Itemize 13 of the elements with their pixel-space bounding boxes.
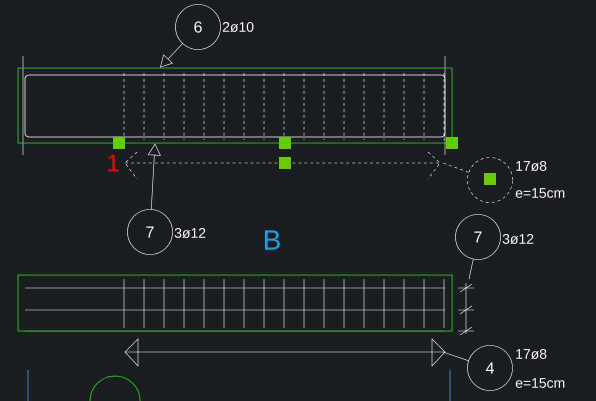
leader-line [442, 352, 469, 361]
bar-label: e=15cm [516, 188, 564, 198]
leader-line [442, 162, 469, 173]
bar-label: 2ø10 [222, 22, 254, 32]
beam-outline [18, 68, 452, 144]
bar-label: 17ø8 [516, 161, 546, 171]
leader-line [468, 259, 474, 280]
bar-label: 3ø12 [502, 234, 534, 244]
bar-label: 3ø12 [174, 228, 206, 238]
view-label: 1 [108, 154, 118, 172]
bar-label: 17ø8 [516, 349, 546, 359]
bar-label: e=15cm [516, 378, 564, 388]
callout-circle [467, 157, 513, 203]
